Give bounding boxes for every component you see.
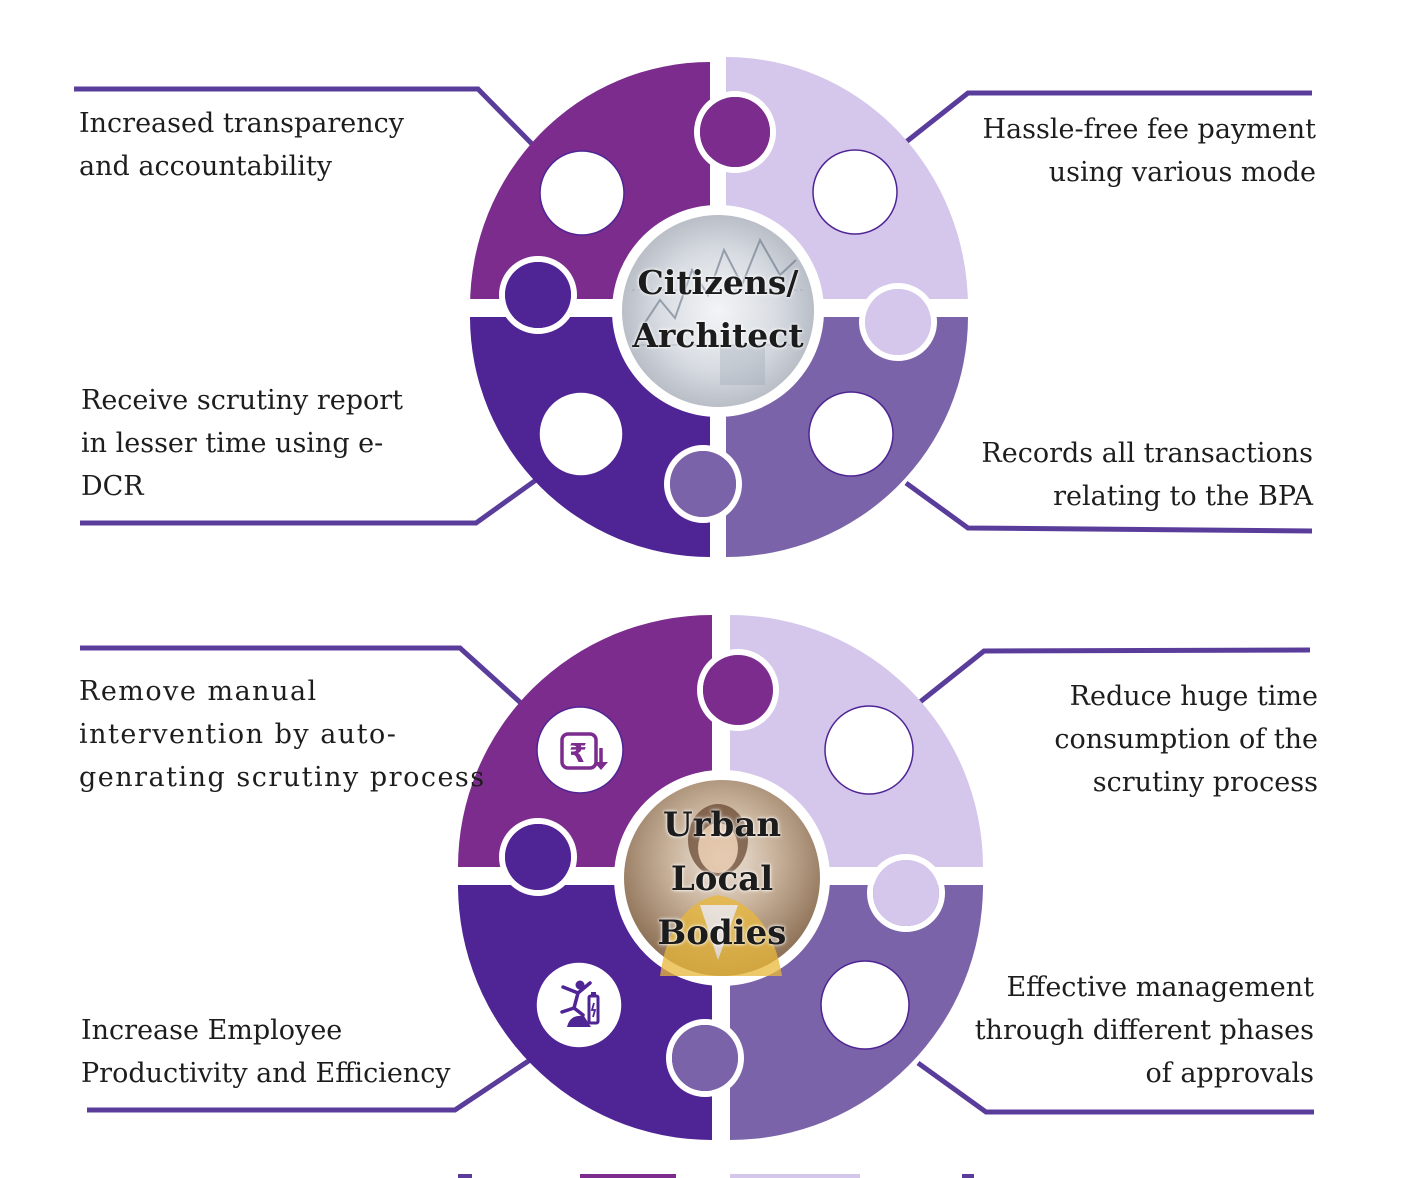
benefit-text-bottom-left: Receive scrutiny report in lesser time u… (81, 385, 404, 502)
puzzle-knob (670, 451, 736, 517)
benefit-text-bottom-right: Records all transactions relating to the… (981, 438, 1313, 512)
puzzle-knob-outline (859, 283, 937, 361)
puzzle-knob (873, 860, 939, 926)
next-diagram-fragment (458, 1174, 974, 1178)
benefit-text-bottom-left: Increase Employee Productivity and Effic… (81, 1015, 451, 1089)
puzzle-knob-outline (499, 256, 577, 334)
icon-placeholder-top-left (539, 150, 625, 236)
svg-text:₹: ₹ (569, 739, 587, 769)
icon-placeholder-top-left (536, 706, 624, 794)
puzzle-knob-outline (697, 649, 779, 731)
puzzle-diagram-citizens (74, 55, 1313, 560)
icon-placeholder-top-right (824, 705, 914, 795)
chart-photo-graphic (632, 237, 804, 385)
icon-placeholder-bottom-right (808, 391, 894, 477)
puzzle-knob-outline (867, 854, 945, 932)
connector-line-bottom-left (80, 477, 538, 526)
connector-line-bottom-left (87, 1057, 532, 1113)
puzzle-knob-outline (664, 445, 742, 523)
connector-line-top-right (918, 647, 1311, 704)
icon-placeholder-bottom-right (820, 960, 910, 1050)
connector-line-top-right (904, 90, 1312, 144)
puzzle-knob-outline (666, 1019, 744, 1097)
center-photo (622, 215, 814, 407)
person-photo-graphic (660, 804, 782, 976)
center-photo (624, 780, 820, 976)
benefit-text-top-right: Reduce huge time consumption of the scru… (1054, 681, 1318, 798)
benefit-text-top-left: Increased transparency and accountabilit… (79, 108, 404, 182)
center-label-citizens: Citizens/ Architect (632, 263, 804, 355)
puzzle-knob (505, 262, 571, 328)
puzzle-diagram-ulb: ₹ (80, 610, 1314, 1145)
connector-line-bottom-right (904, 480, 1313, 534)
puzzle-knob-outline (694, 91, 776, 173)
icon-placeholder-top-right (812, 149, 898, 235)
connector-line-top-left (74, 86, 534, 146)
productivity-person-icon (560, 980, 600, 1027)
benefit-text-top-right: Hassle-free fee payment using various mo… (982, 114, 1316, 188)
icon-placeholder-bottom-left (538, 391, 624, 477)
connector-line-bottom-right (916, 1060, 1314, 1115)
icon-placeholder-bottom-left (535, 961, 623, 1049)
puzzle-knob (865, 289, 931, 355)
rupee-download-icon: ₹ (560, 732, 608, 770)
puzzle-knob (700, 97, 770, 167)
benefit-text-bottom-right: Effective management through different p… (974, 972, 1314, 1089)
puzzle-knob (703, 655, 773, 725)
puzzle-knob (672, 1025, 738, 1091)
center-label-urban-local-bodies: Urban Local Bodies (657, 805, 787, 953)
puzzle-knob-outline (499, 818, 577, 896)
benefit-text-top-left: Remove manual intervention by auto- genr… (79, 676, 486, 793)
puzzle-knob (505, 824, 571, 890)
connector-line-top-left (80, 645, 524, 706)
